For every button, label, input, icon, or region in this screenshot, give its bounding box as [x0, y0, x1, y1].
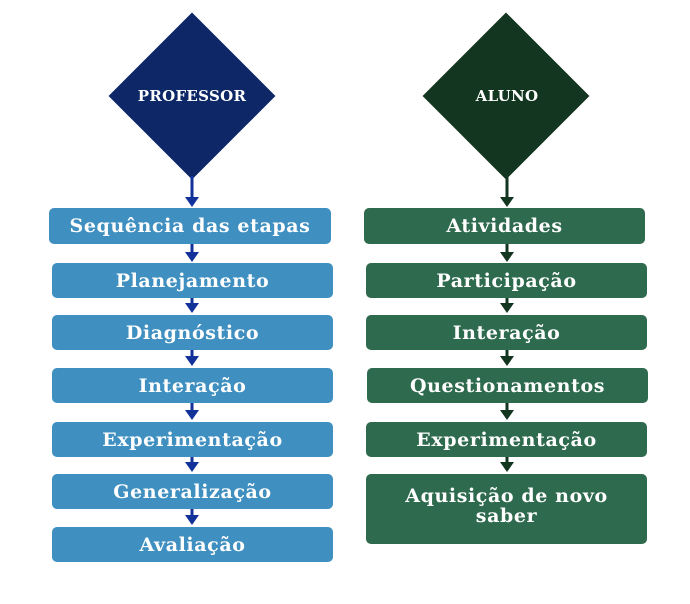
arrow-icon	[500, 403, 514, 420]
arrow-icon	[185, 403, 199, 420]
aluno-step-participacao: Participação	[366, 263, 647, 298]
aluno-arrows	[500, 176, 514, 472]
arrow-icon	[500, 244, 514, 262]
arrow-icon	[185, 350, 199, 366]
professor-step-experimentacao: Experimentação	[52, 422, 333, 457]
arrow-icon	[185, 298, 199, 313]
aluno-step-questionamentos: Questionamentos	[367, 368, 648, 403]
arrow-icon	[185, 244, 199, 262]
aluno-step-experimentacao: Experimentação	[366, 422, 647, 457]
professor-step-diagnostico: Diagnóstico	[52, 315, 333, 350]
professor-step-planejamento: Planejamento	[52, 263, 333, 298]
professor-step-interacao: Interação	[52, 368, 333, 403]
arrow-icon	[185, 457, 199, 472]
professor-title: PROFESSOR	[137, 87, 247, 105]
arrow-icon	[185, 176, 199, 207]
arrow-icon	[500, 298, 514, 313]
arrow-icon	[185, 509, 199, 525]
arrow-icon	[500, 457, 514, 472]
aluno-step-aquisicao: Aquisição de novo saber	[366, 474, 647, 544]
aluno-step-interacao: Interação	[366, 315, 647, 350]
aluno-step-atividades: Atividades	[364, 208, 645, 244]
arrow-icon	[500, 350, 514, 366]
professor-step-sequencia: Sequência das etapas	[49, 208, 331, 244]
professor-step-avaliacao: Avaliação	[52, 527, 333, 562]
aluno-title: ALUNO	[475, 87, 539, 105]
professor-step-generalizacao: Generalização	[52, 474, 333, 509]
arrow-icon	[500, 176, 514, 207]
professor-arrows	[185, 176, 199, 525]
